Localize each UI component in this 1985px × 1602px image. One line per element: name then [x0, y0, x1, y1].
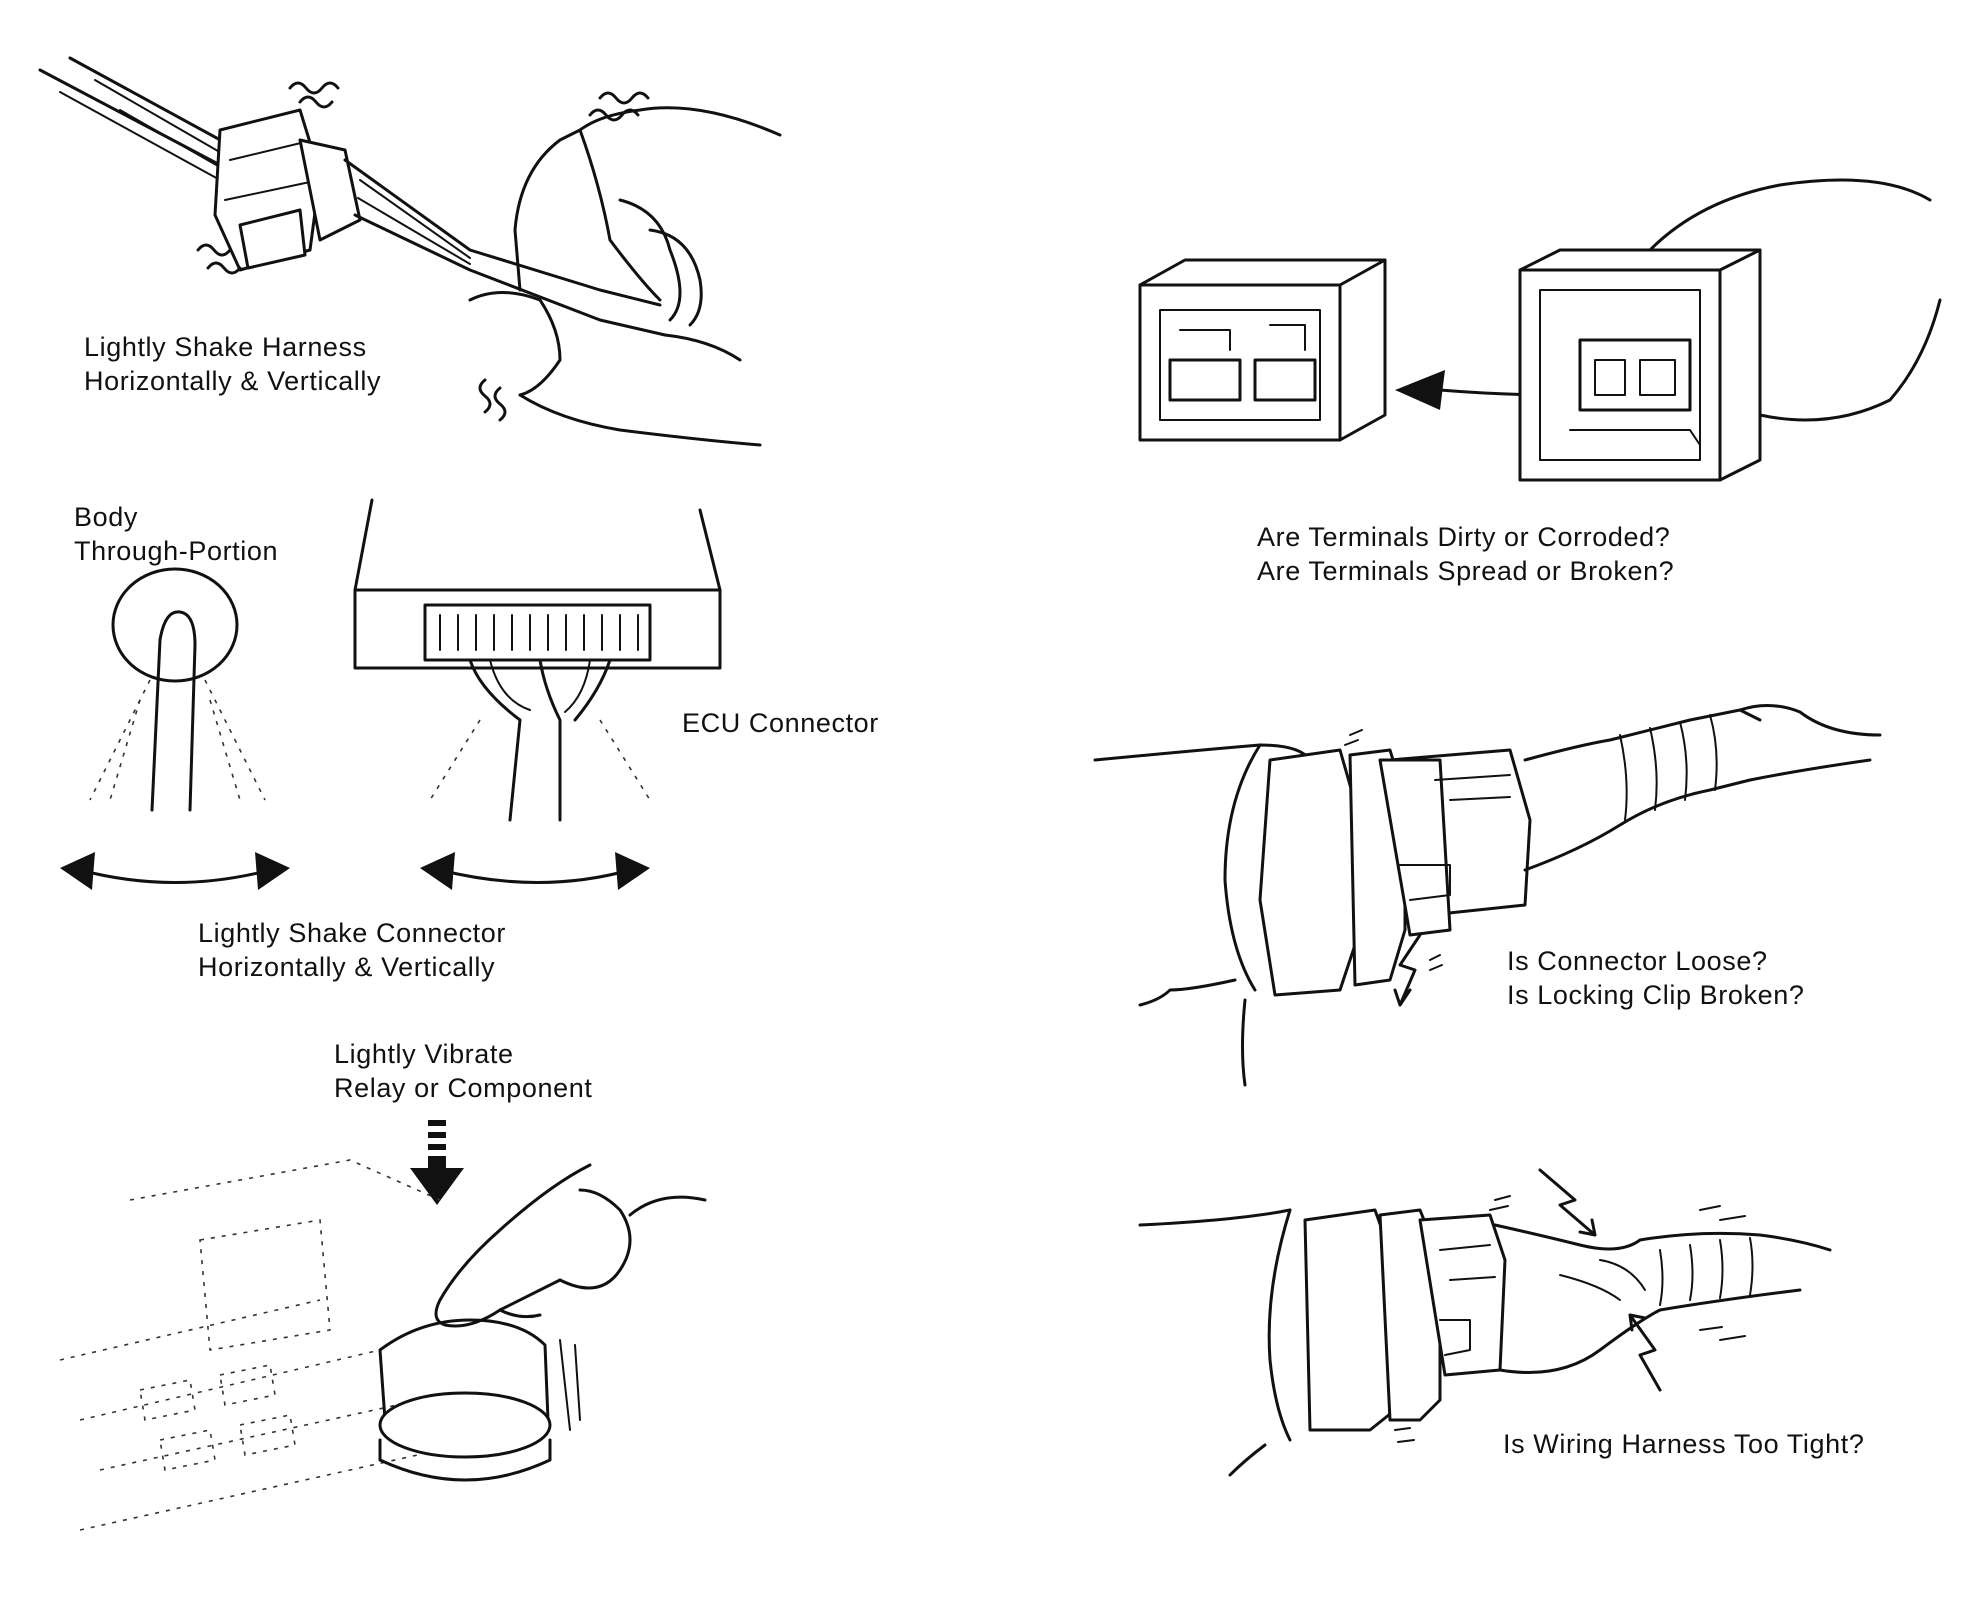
hand-icon — [468, 106, 782, 447]
shake-harness-label-line2: Horizontally & Vertically — [84, 366, 382, 396]
down-arrow-icon — [410, 1120, 464, 1205]
vibrate-relay-label-line2: Relay or Component — [334, 1073, 593, 1103]
shake-connector-label-line2: Horizontally & Vertically — [198, 952, 496, 982]
vibrate-relay-label: Lightly Vibrate Relay or Component — [334, 1037, 592, 1105]
connector-loose-label: Is Connector Loose? Is Locking Clip Brok… — [1507, 944, 1804, 1012]
shake-connector-label-line1: Lightly Shake Connector — [198, 918, 506, 948]
ecu-connector-label: ECU Connector — [682, 706, 879, 740]
shake-connector-label: Lightly Shake Connector Horizontally & V… — [198, 916, 506, 984]
shake-harness-label: Lightly Shake Harness Horizontally & Ver… — [84, 330, 381, 398]
harness-tight-label-text: Is Wiring Harness Too Tight? — [1503, 1429, 1865, 1459]
connector-icon — [1138, 1168, 1832, 1477]
connector-loose-label-line1: Is Connector Loose? — [1507, 946, 1768, 976]
hand-icon — [434, 1163, 707, 1328]
connector-icon — [1093, 704, 1882, 1087]
harness-tight-label: Is Wiring Harness Too Tight? — [1503, 1427, 1864, 1461]
grommet-icon — [89, 567, 266, 812]
hand-icon — [1648, 178, 1942, 422]
wire-harness-icon — [38, 56, 667, 422]
connector-icon — [1138, 248, 1762, 482]
connector-loose-label-line2: Is Locking Clip Broken? — [1507, 980, 1805, 1010]
vibrate-relay-label-line1: Lightly Vibrate — [334, 1039, 514, 1069]
body-through-label-line1: Body — [74, 502, 138, 532]
ecu-box-icon — [353, 498, 722, 822]
ecu-connector-label-text: ECU Connector — [682, 708, 879, 738]
body-through-label-line2: Through-Portion — [74, 536, 279, 566]
terminals-label: Are Terminals Dirty or Corroded? Are Ter… — [1257, 520, 1674, 588]
double-arrow-icon — [420, 852, 650, 890]
body-through-label: Body Through-Portion — [74, 500, 278, 568]
terminals-label-line1: Are Terminals Dirty or Corroded? — [1257, 522, 1671, 552]
relay-icon — [59, 1159, 581, 1531]
shake-harness-label-line1: Lightly Shake Harness — [84, 332, 367, 362]
terminals-label-line2: Are Terminals Spread or Broken? — [1257, 556, 1675, 586]
double-arrow-icon — [60, 852, 290, 890]
